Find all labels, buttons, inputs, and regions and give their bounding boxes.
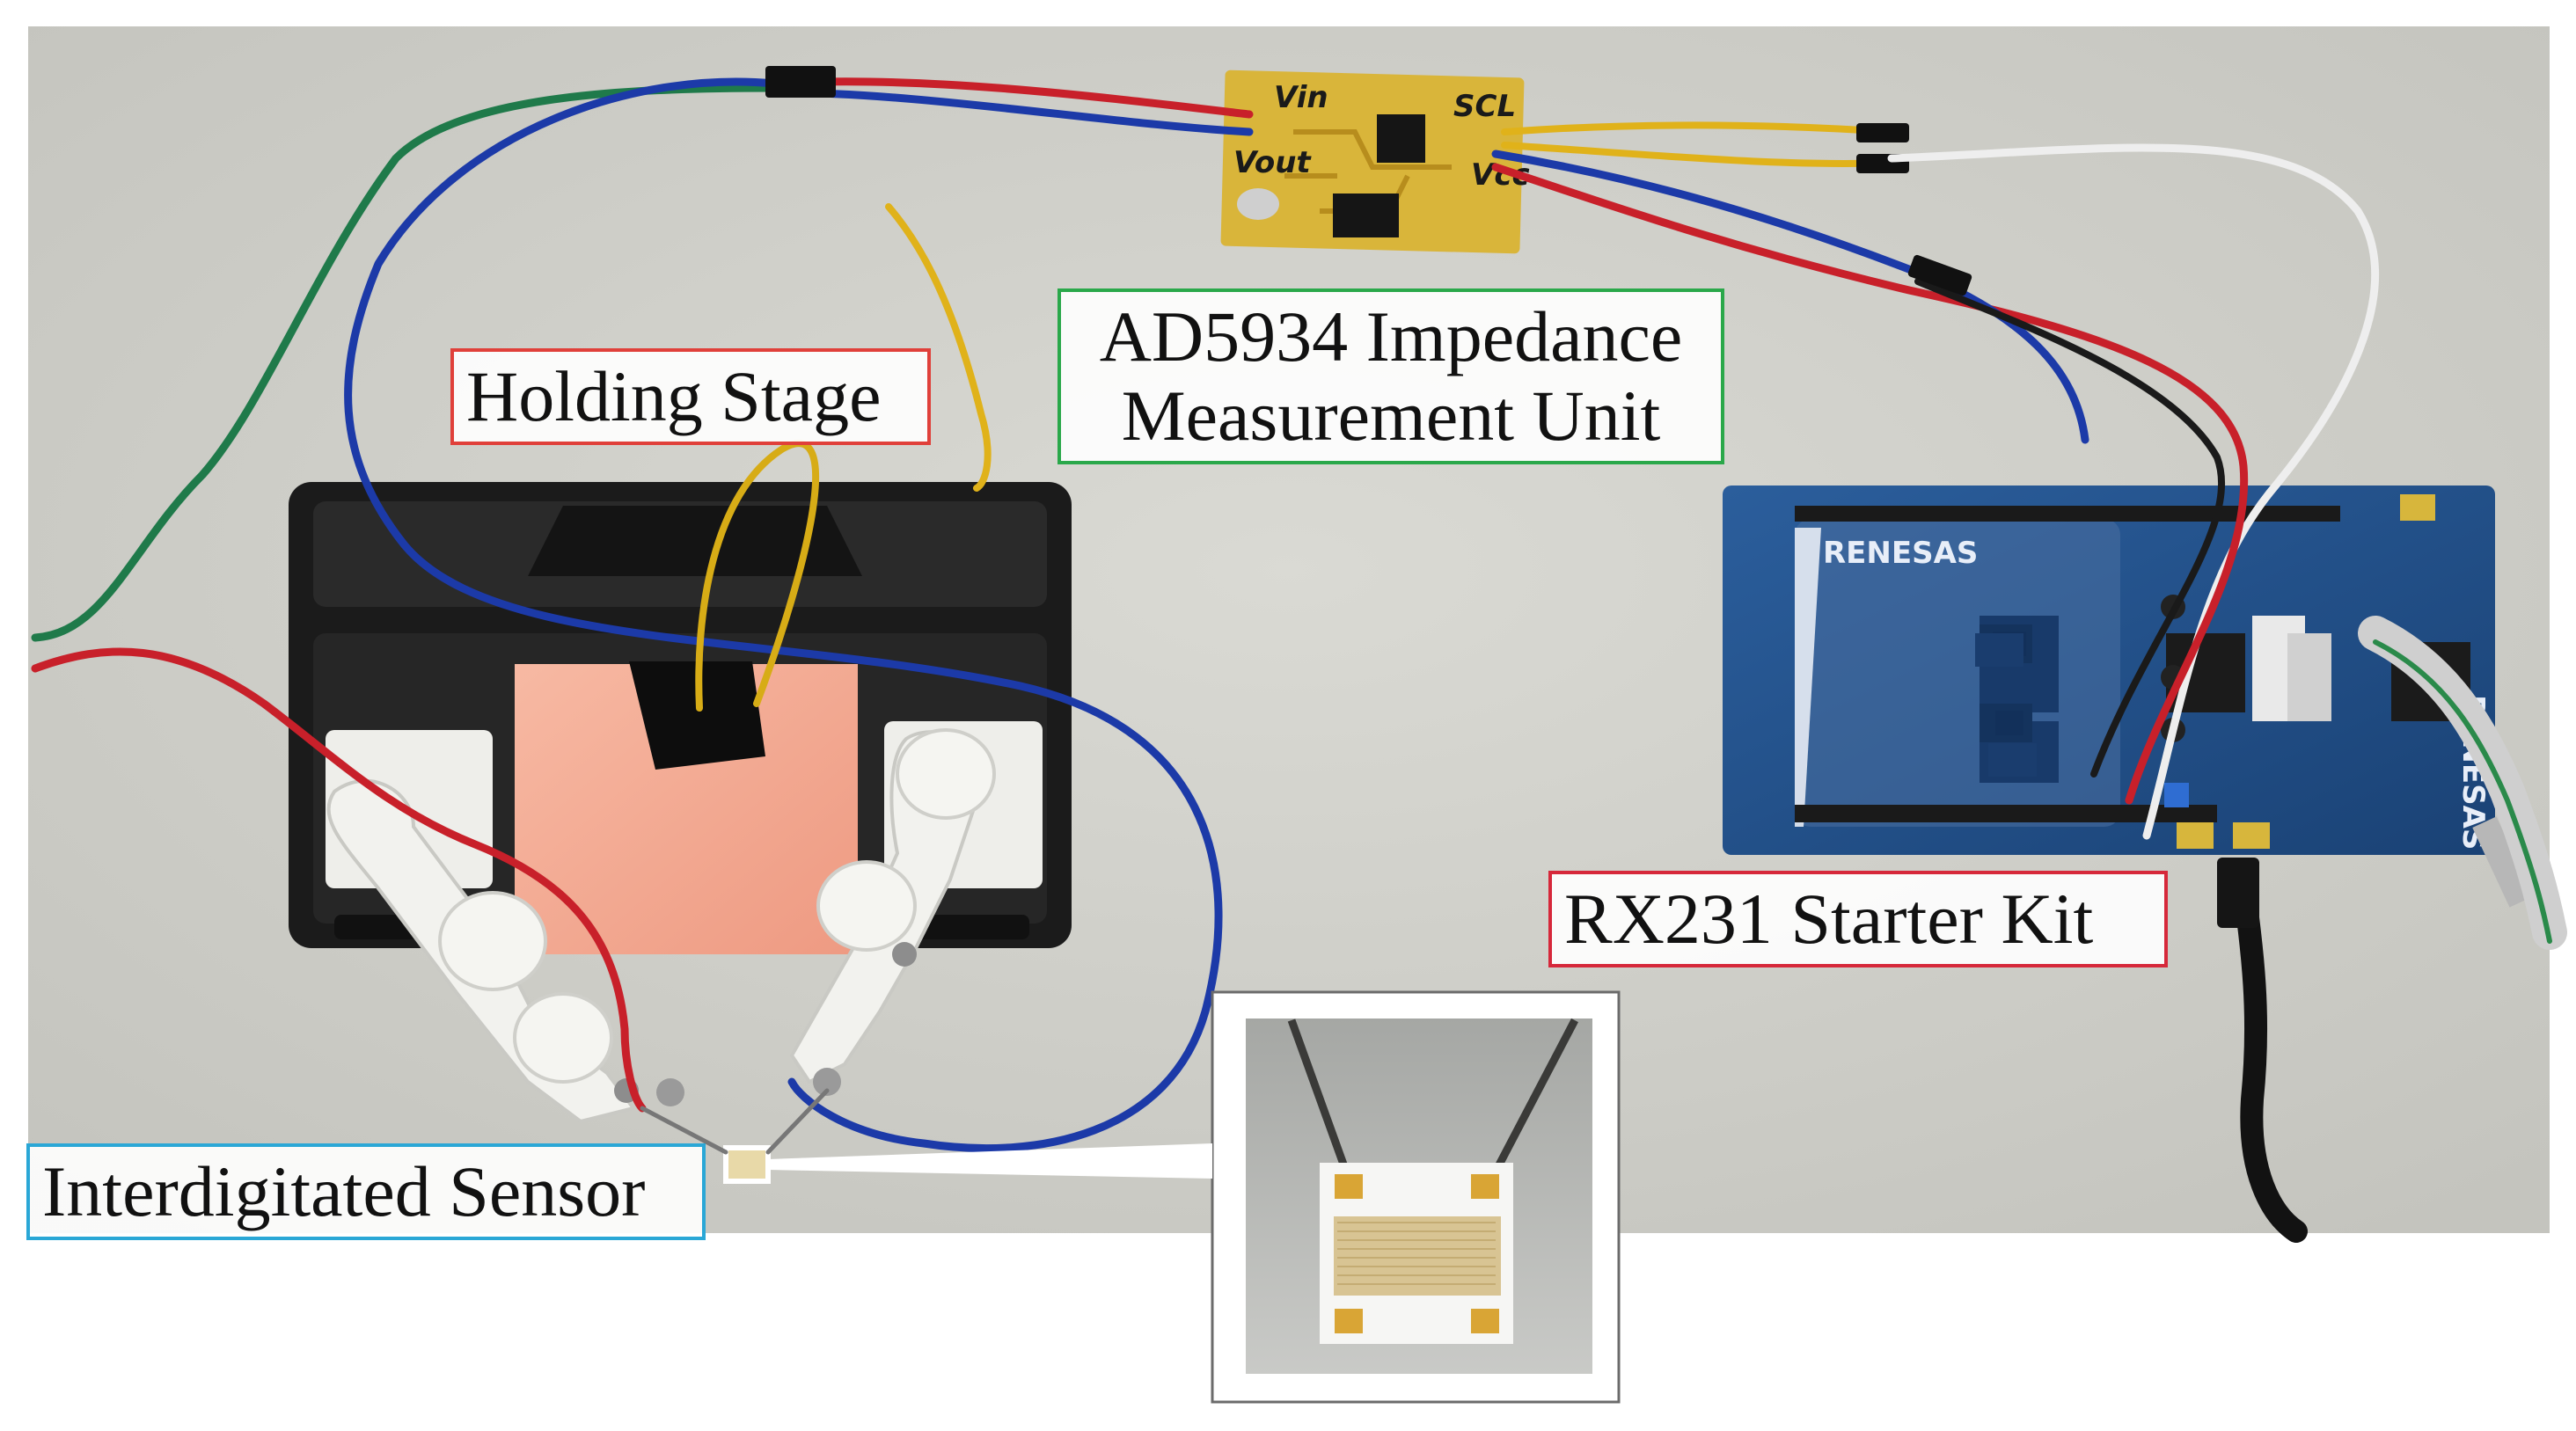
board-brand-logo: RENESAS — [1823, 536, 1978, 571]
wire-blue-left — [344, 77, 1223, 1153]
pcb-marking-vin: Vin — [1274, 80, 1328, 115]
left-clamp-arm — [326, 730, 684, 1124]
sensor-inset — [768, 990, 1621, 1404]
wire-green — [31, 84, 779, 642]
label-sensor-text: Interdigitated Sensor — [42, 1151, 646, 1231]
inset-probe-right — [1492, 1018, 1578, 1174]
label-holding-stage-text: Holding Stage — [466, 356, 882, 436]
jumper-connector — [765, 66, 836, 98]
wiring — [31, 66, 2567, 1243]
wire-red-left — [31, 647, 647, 1113]
inset-probe-left — [1287, 1018, 1350, 1173]
usb-cable — [2230, 859, 2308, 1243]
wire-black — [1914, 278, 2225, 778]
label-holding-stage: Holding Stage — [450, 348, 931, 446]
pcb-marking-scl: SCL — [1453, 89, 1516, 124]
wire-yellow-pcb — [1501, 121, 1895, 135]
label-rx231-starter-kit: RX231 Starter Kit — [1548, 871, 2168, 968]
right-clamp-arm — [789, 721, 1043, 1096]
wire-red-right — [1491, 163, 2249, 805]
label-starter-kit-text: RX231 Starter Kit — [1564, 879, 2094, 959]
wire-yellow-loop — [695, 440, 820, 712]
wire-yellow — [885, 203, 992, 492]
ad5934-pcb: Vin SCL Vout Vcc — [1220, 69, 1530, 254]
label-impedance-line1: AD5934 Impedance — [1099, 296, 1683, 376]
black-tape — [629, 661, 765, 770]
wire-blue-right — [1491, 150, 2089, 444]
label-ad5934-impedance-unit: AD5934 Impedance Measurement Unit — [1057, 288, 1724, 465]
pcb-marking-vout: Vout — [1233, 145, 1312, 180]
label-interdigitated-sensor: Interdigitated Sensor — [26, 1143, 706, 1241]
sensor-chip-photo — [723, 1145, 771, 1184]
label-impedance-line2: Measurement Unit — [1121, 376, 1661, 456]
inset-electrode-pattern — [1334, 1216, 1501, 1296]
